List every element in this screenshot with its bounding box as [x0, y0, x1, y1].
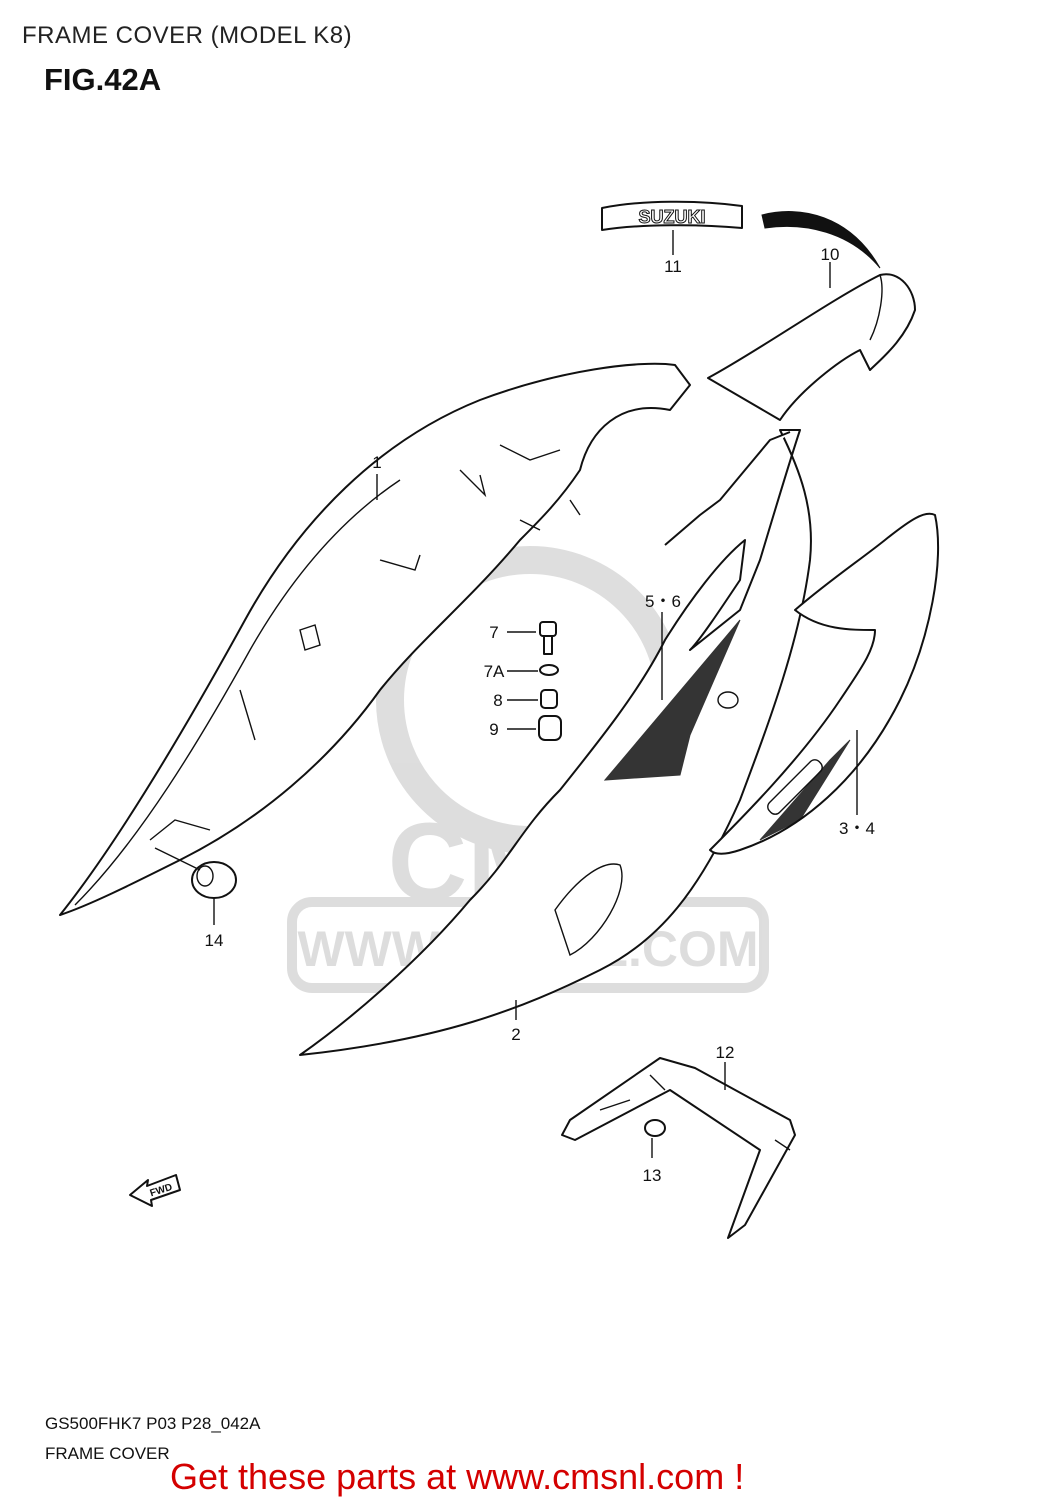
callout-3-4: 3・4	[839, 819, 875, 838]
bolt-7-shank	[543, 635, 553, 655]
washer-7a	[539, 664, 559, 676]
part-14-damper	[154, 847, 237, 925]
callout-7a: 7A	[484, 662, 505, 681]
bolt-7	[539, 621, 557, 637]
part-11-emblem: SUZUKI	[601, 200, 743, 255]
hardware-fasteners	[507, 612, 663, 741]
callout-8: 8	[493, 691, 502, 710]
callout-11: 11	[664, 257, 682, 276]
part-2-frame-cover-outer	[299, 429, 812, 1056]
page-title: FRAME COVER (MODEL K8)	[22, 22, 353, 49]
diagram-code: GS500FHK7 P03 P28_042A	[45, 1414, 261, 1433]
promo-link[interactable]: Get these parts at www.cmsnl.com !	[170, 1456, 745, 1497]
figure-label: FIG.42A	[44, 62, 162, 97]
diagram-name: FRAME COVER	[45, 1444, 170, 1463]
part-10-tail-cover	[707, 211, 916, 421]
part-12-bracket	[561, 1057, 796, 1239]
callout-13: 13	[643, 1166, 662, 1185]
part-3-4-side-decal	[709, 512, 940, 855]
callout-1: 1	[372, 453, 381, 472]
emblem-text: SUZUKI	[639, 207, 706, 227]
callout-2: 2	[511, 1025, 520, 1044]
callout-12: 12	[716, 1043, 735, 1062]
callout-5-6: 5・6	[645, 592, 681, 611]
callout-7: 7	[489, 623, 498, 642]
callout-10: 10	[821, 245, 840, 264]
callout-9: 9	[489, 720, 498, 739]
callout-14: 14	[205, 931, 224, 950]
part-13-clip	[644, 1119, 666, 1158]
cushion-9	[538, 715, 562, 741]
fwd-arrow-icon: FWD	[129, 1174, 181, 1207]
collar-8	[540, 689, 558, 709]
part-1-frame-cover-inner	[59, 362, 691, 916]
